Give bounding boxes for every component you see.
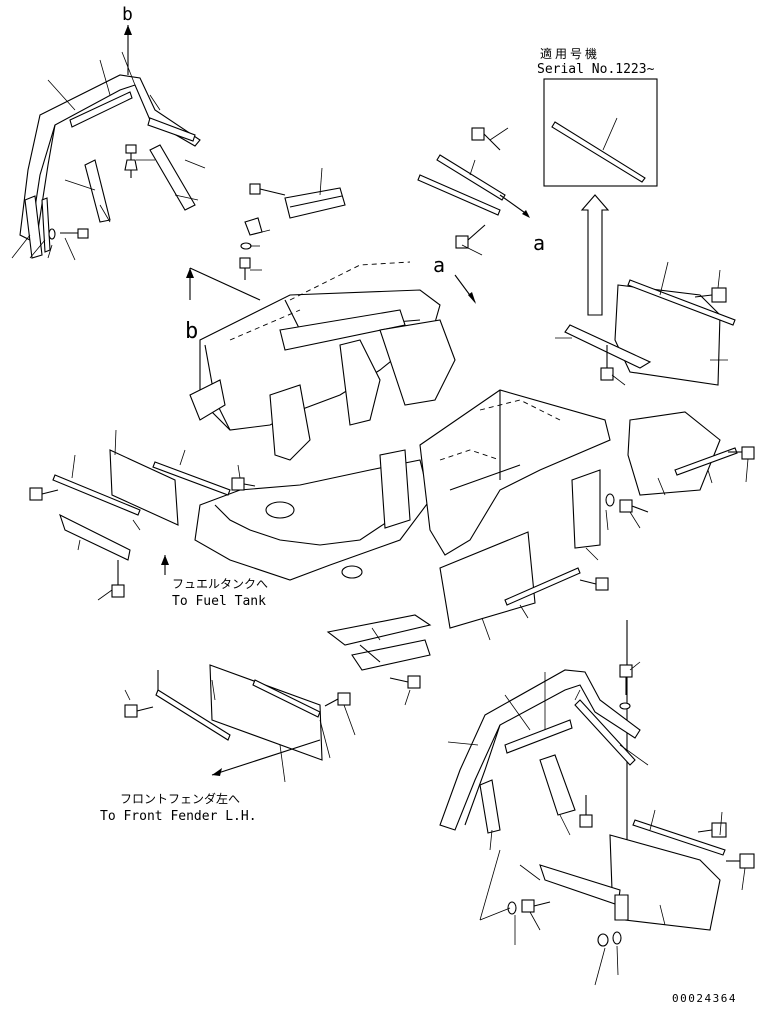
ref-a-label-upper: a (533, 231, 545, 255)
washer-icon (507, 901, 517, 915)
bolt-icon (619, 499, 649, 513)
rail-parts-a: a (417, 127, 545, 256)
bolt-icon (697, 822, 727, 838)
ref-b-label-center: b (185, 319, 198, 344)
serial-en-label: Serial No.1223~ (537, 62, 655, 77)
serial-note: 適用号機 Serial No.1223~ (537, 46, 655, 77)
front-fender-note: フロントフェンダ左へ To Front Fender L.H. (100, 791, 257, 824)
lower-center-covers (326, 531, 609, 706)
drawing-number: 00024364 (672, 992, 737, 1005)
ref-a-label-center: a (433, 253, 445, 277)
rear-fender-left-assembly (11, 51, 206, 261)
bolt-icon (124, 144, 138, 178)
fuel-en-label: To Fuel Tank (172, 594, 266, 609)
lower-left-covers (124, 664, 356, 783)
bolt-icon (389, 675, 421, 689)
fender-en-label: To Front Fender L.H. (100, 809, 257, 824)
ref-b-label: b (122, 4, 133, 25)
fender-jp-label: フロントフェンダ左へ (120, 791, 240, 806)
reference-arrow-a-center: a (433, 253, 476, 304)
washer-icon (48, 228, 56, 240)
bolt-icon (471, 127, 501, 151)
serial-detail-box (543, 78, 658, 187)
washer-icon (605, 493, 615, 507)
washer-icon (619, 702, 631, 710)
bolt-icon (600, 345, 614, 381)
bolt-icon (124, 704, 154, 718)
bolt-icon (324, 692, 351, 707)
bolt-icon (726, 853, 755, 869)
nut-icon (597, 933, 609, 947)
bolt-icon (111, 560, 125, 598)
fuel-tank-note: フュエルタンクへ To Fuel Tank (161, 555, 268, 609)
bolt-icon (521, 899, 551, 913)
top-center-parts (239, 167, 346, 280)
rear-fender-right-assembly (439, 661, 755, 986)
bolt-icon (239, 257, 251, 280)
washer-icon (240, 242, 252, 250)
serial-jp-label: 適用号機 (540, 46, 600, 61)
bolt-icon (29, 487, 59, 501)
bolt-icon (579, 577, 609, 591)
bolt-icon (579, 795, 593, 828)
bolt-icon (231, 477, 256, 491)
hollow-up-arrow (580, 194, 610, 316)
reference-arrow-b-top: b (122, 4, 133, 75)
washer-icon (612, 931, 622, 945)
bolt-icon (60, 228, 89, 239)
bolt-icon (455, 224, 486, 249)
right-side-covers (555, 261, 755, 561)
main-frame-assembly (189, 261, 611, 581)
bolt-icon (694, 287, 727, 303)
left-side-covers (29, 429, 256, 601)
bolt-icon (619, 664, 633, 695)
bolt-icon (249, 183, 286, 196)
reference-arrow-b-center: b (185, 267, 261, 344)
fuel-jp-label: フュエルタンクへ (172, 577, 268, 591)
